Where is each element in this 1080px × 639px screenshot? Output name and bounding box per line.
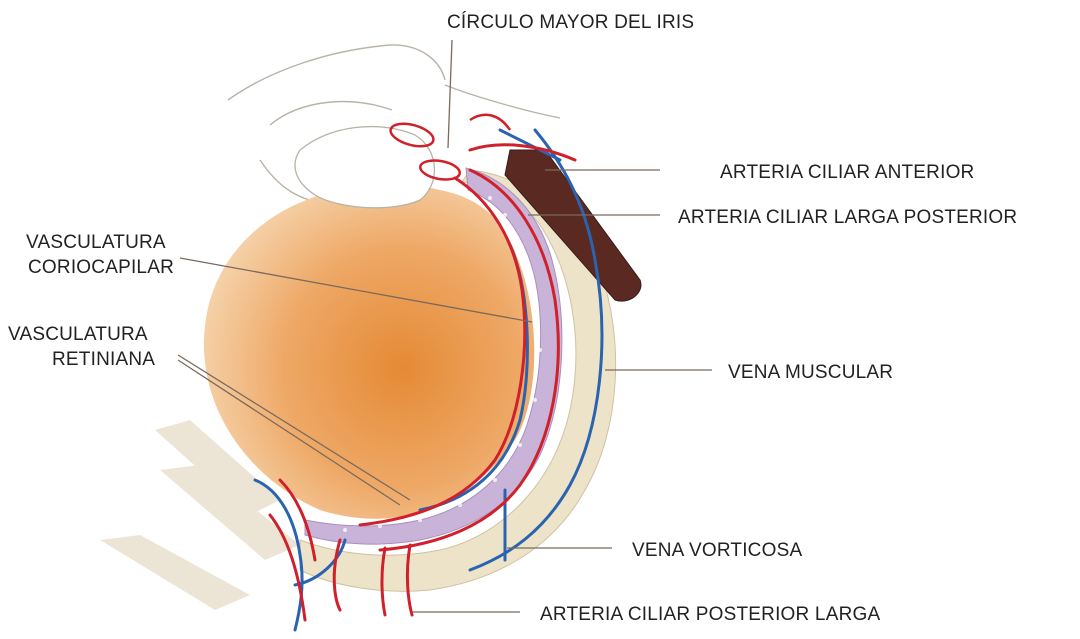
leader-circulo-mayor [448,40,452,148]
label-vena-muscular: VENA MUSCULAR [728,362,893,383]
lens [295,127,434,208]
label-arteria-ciliar-posterior-larga: ARTERIA CILIAR POSTERIOR LARGA [540,604,880,625]
label-vasculatura-coriocapilar-line1: VASCULATURA [26,232,166,253]
label-circulo-mayor-iris: CÍRCULO MAYOR DEL IRIS [447,12,694,33]
label-vasculatura-coriocapilar-line2: CORIOCAPILAR [28,257,174,278]
label-vasculatura-retiniana-line2: RETINIANA [52,349,155,370]
label-arteria-ciliar-anterior: ARTERIA CILIAR ANTERIOR [720,162,974,183]
label-arteria-ciliar-larga-posterior: ARTERIA CILIAR LARGA POSTERIOR [678,207,1017,228]
label-vena-vorticosa: VENA VORTICOSA [632,540,802,561]
eye-globe [204,184,534,519]
label-vasculatura-retiniana-line1: VASCULATURA [8,324,148,345]
